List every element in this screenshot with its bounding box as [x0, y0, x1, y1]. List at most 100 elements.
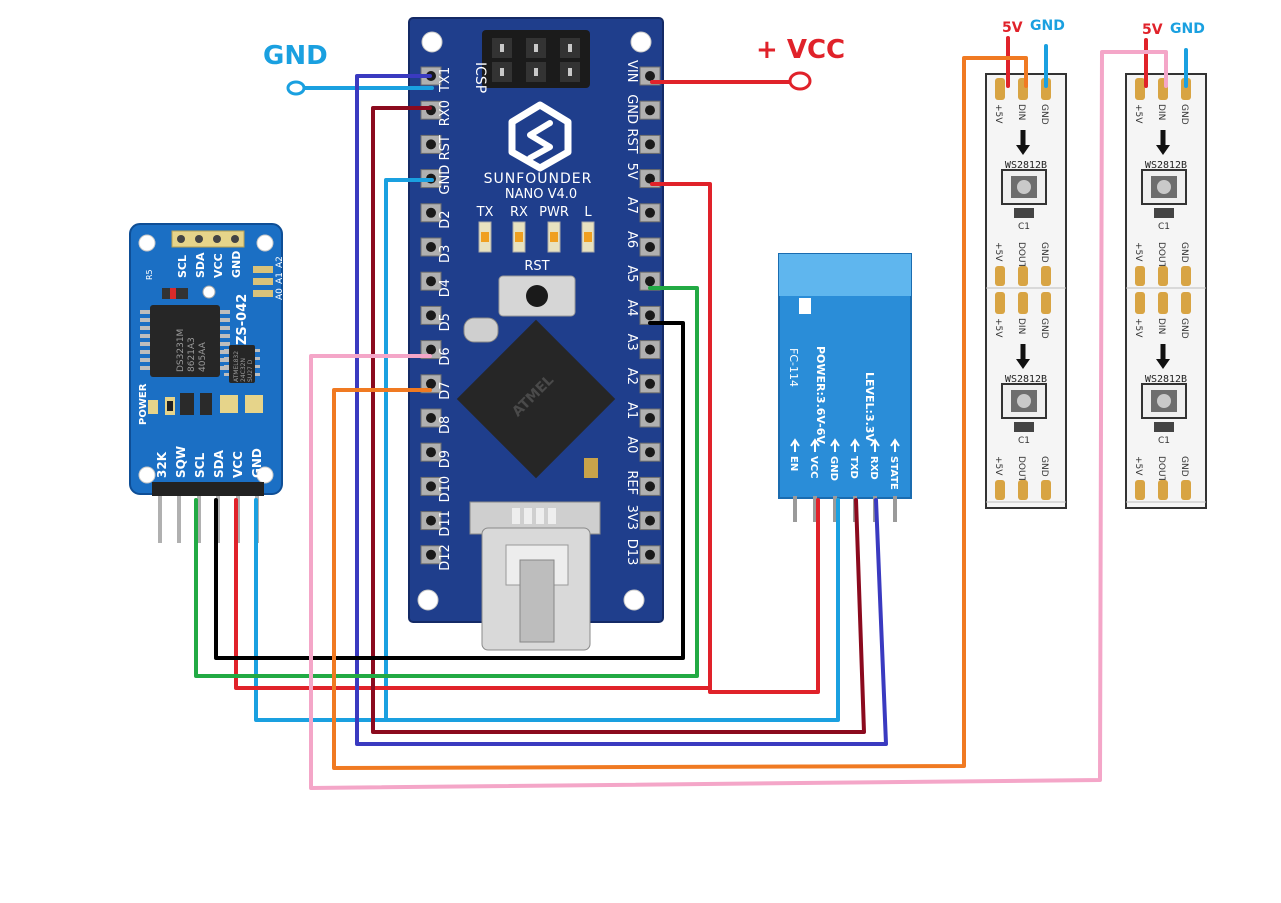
strip-chip-label: WS2812B [1005, 160, 1047, 171]
strip-cap-label: C1 [1018, 222, 1030, 232]
strip-chip-label: WS2812B [1005, 374, 1047, 385]
strip-pad [1018, 266, 1028, 286]
nano-pin-label: 3V3 [624, 505, 639, 530]
strip-pad-label: GND [1039, 318, 1049, 339]
strip-pad [1181, 266, 1191, 286]
nano-pin-label: D2 [438, 211, 453, 229]
rtc-chip-text: 8621A3 [187, 337, 197, 372]
strip-pad-label: +5V [1133, 318, 1143, 338]
nano-pin-pad: RST [624, 128, 661, 154]
strip-pad [1135, 292, 1145, 314]
nano-pin-label: RST [438, 135, 453, 160]
strip-pad-label: GND [1039, 242, 1049, 263]
rtc-via [202, 285, 216, 299]
strip-gnd-label: GND [1170, 21, 1205, 37]
nano-reset-label: RST [524, 259, 549, 274]
nano-pin-pad: 3V3 [624, 505, 661, 531]
nano-pin-label: A1 [624, 402, 639, 419]
nano-crystal [463, 317, 499, 343]
bt-antenna-area [779, 254, 911, 296]
nano-mount-hole [623, 589, 645, 611]
rtc-bottom-pin-label: 32K [155, 451, 169, 478]
rtc-mount-hole [256, 234, 274, 252]
nano-usb-port[interactable] [469, 501, 601, 651]
rtc-top-header [171, 230, 245, 248]
nano-led-label: L [584, 205, 592, 220]
nano-pin-label: D8 [438, 416, 453, 434]
strip-pad [1158, 480, 1168, 500]
rtc-power-led-label: POWER [138, 383, 149, 425]
bt-pin-label: EN [788, 456, 799, 471]
nano-pin-label: A0 [624, 436, 639, 453]
rtc-bottom-header [152, 482, 264, 543]
nano-mount-hole [417, 589, 439, 611]
strip-pad-label: DOUT [1016, 456, 1026, 483]
strip-capacitor [1014, 422, 1034, 432]
rtc-bottom-pin-label: GND [250, 448, 264, 478]
nano-pin-label: D4 [438, 279, 453, 297]
strip-pad-label: +5V [993, 104, 1003, 124]
rtc-top-pin-label: VCC [212, 253, 225, 278]
gnd-terminal [286, 80, 306, 96]
nano-pin-label: D11 [438, 510, 453, 537]
rtc-chip-text: DS3231M [176, 329, 186, 372]
nano-pin-pad: D7 [420, 374, 453, 400]
nano-pin-pad: A4 [624, 299, 661, 325]
strip-pad [1135, 78, 1145, 100]
strip-pad [1158, 292, 1168, 314]
nano-pin-pad: D8 [420, 408, 453, 434]
nano-pin-pad: RX0 [420, 100, 453, 126]
nano-pin-label: RST [624, 128, 639, 153]
strip-pad [995, 266, 1005, 286]
nano-mount-hole [630, 31, 652, 53]
strip-cap-label: C1 [1158, 222, 1170, 232]
nano-pin-label: A5 [624, 265, 639, 282]
nano-pin-label: RX0 [438, 100, 453, 126]
strip-pad [1041, 78, 1051, 100]
nano-smd-cap [584, 458, 598, 478]
strip-capacitor [1154, 422, 1174, 432]
strip-pad-label: +5V [1133, 242, 1143, 262]
nano-pin-label: 5V [624, 163, 639, 180]
nano-reset-button[interactable] [498, 275, 576, 317]
strip-pad [1135, 266, 1145, 286]
nano-pin-label: D3 [438, 245, 453, 263]
strip-capacitor [1014, 208, 1034, 218]
nano-pin-pad: A5 [624, 265, 661, 291]
strip-pad [1041, 292, 1051, 314]
nano-pin-pad: D10 [420, 476, 453, 503]
rtc-bottom-pin-label: SCL [193, 453, 207, 478]
wire [650, 182, 820, 694]
strip-pad [1135, 480, 1145, 500]
vcc-label: + VCC [756, 35, 845, 65]
rtc-module-label: ZS-042 [235, 294, 250, 345]
ws2812b-led [1141, 383, 1187, 419]
rtc-top-pin-label: SCL [176, 255, 189, 278]
strip-gnd-label: GND [1030, 18, 1065, 34]
rtc-bottom-pin-label: VCC [231, 451, 245, 478]
wire [234, 498, 712, 690]
strip-pad-label: +5V [1133, 456, 1143, 476]
strip-pad-label: GND [1179, 242, 1189, 263]
nano-pin-label: A4 [624, 299, 639, 316]
rtc-address-label: A1 [275, 272, 285, 284]
bt-model-label: FC-114 [787, 348, 800, 387]
nano-pin-label: GND [624, 94, 639, 124]
strip-pad [1181, 292, 1191, 314]
nano-brand: SUNFOUNDER [484, 171, 593, 187]
rtc-smd-parts [148, 393, 263, 415]
nano-pin-label: D10 [438, 476, 453, 503]
strip-pad-label: GND [1179, 104, 1189, 125]
nano-pin-pad: A1 [624, 402, 661, 428]
nano-led-label: TX [476, 205, 494, 220]
rtc-address-pads [253, 266, 273, 297]
rtc-top-pin-label: SDA [194, 252, 207, 278]
bt-pin-label: RXD [868, 456, 879, 480]
